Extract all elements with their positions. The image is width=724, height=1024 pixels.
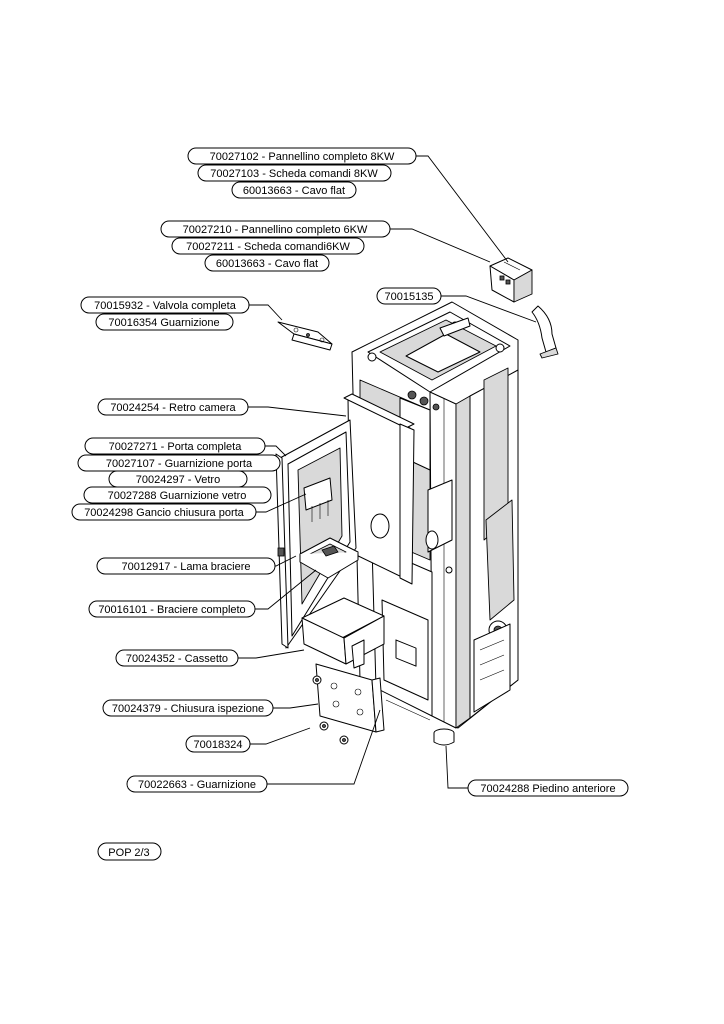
brazier-part [299, 537, 359, 579]
label-pill [96, 557, 276, 575]
label-valvola: 70015932 - Valvola completa [94, 300, 237, 312]
label-pill [231, 181, 357, 199]
label-braciere: 70016101 - Braciere completo [98, 604, 245, 616]
label-pannellino-8kw: 70027102 - Pannellino completo 8KW [210, 151, 395, 163]
retro-camera-part [343, 393, 415, 585]
label-vetro: 70024297 - Vetro [136, 474, 220, 486]
leader-lines [238, 155, 537, 789]
label-p-70015135: 70015135 [385, 291, 434, 303]
page-tag-pill [97, 842, 162, 861]
label-scheda-8kw: 70027103 - Scheda comandi 8KW [210, 168, 378, 180]
label-guarnizione: 70022663 - Guarnizione [138, 779, 256, 791]
label-pill [187, 147, 417, 165]
label-p-70018324: 70018324 [194, 739, 243, 751]
label-pannellino-6kw: 70027210 - Pannellino completo 6KW [183, 224, 368, 236]
label-guarnizione-porta: 70027107 - Guarnizione porta [106, 458, 253, 470]
label-pill [126, 775, 268, 793]
label-pill [376, 287, 442, 305]
label-pill [71, 503, 257, 521]
valve-part [277, 321, 333, 351]
label-guarnizione-vetro: 70027288 Guarnizione vetro [108, 490, 247, 502]
label-chiusura: 70024379 - Chiusura ispezione [112, 703, 264, 715]
label-porta: 70027271 - Porta completa [109, 441, 243, 453]
label-pills: 70027102 - Pannellino completo 8KW 70027… [71, 147, 629, 861]
label-pill [185, 735, 251, 753]
label-pill [88, 600, 256, 618]
curved-bracket-part [531, 305, 559, 359]
inspection-cover-part [315, 663, 385, 733]
label-pill [95, 313, 234, 331]
label-pill [467, 779, 629, 797]
label-scheda-6kw: 70027211 - Scheda comandi6KW [186, 241, 350, 253]
door-hook-part [303, 477, 333, 522]
label-pill [204, 254, 330, 272]
drawer-part [301, 597, 385, 669]
label-guarnizione-valvola: 70016354 Guarnizione [108, 317, 219, 329]
label-pill [84, 437, 266, 455]
label-cassetto: 70024352 - Cassetto [126, 653, 228, 665]
label-pill [197, 164, 392, 182]
label-pill [160, 220, 391, 238]
label-cavo-flat-1: 60013663 - Cavo flat [243, 185, 345, 197]
label-retro-camera: 70024254 - Retro camera [110, 402, 236, 414]
label-cavo-flat-2: 60013663 - Cavo flat [216, 258, 318, 270]
screw-parts [312, 675, 349, 745]
label-piedino: 70024288 Piedino anteriore [480, 783, 615, 795]
stove-body [351, 301, 519, 746]
page-tag: POP 2/3 [108, 847, 149, 859]
label-pill [80, 296, 250, 314]
label-lama: 70012917 - Lama braciere [121, 561, 250, 573]
label-pill [102, 699, 274, 717]
label-pill [97, 398, 249, 416]
label-pill [83, 486, 272, 504]
control-panel-part [489, 257, 533, 303]
label-pill [171, 237, 365, 255]
label-gancio: 70024298 Gancio chiusura porta [84, 507, 244, 519]
label-pill [115, 649, 239, 667]
